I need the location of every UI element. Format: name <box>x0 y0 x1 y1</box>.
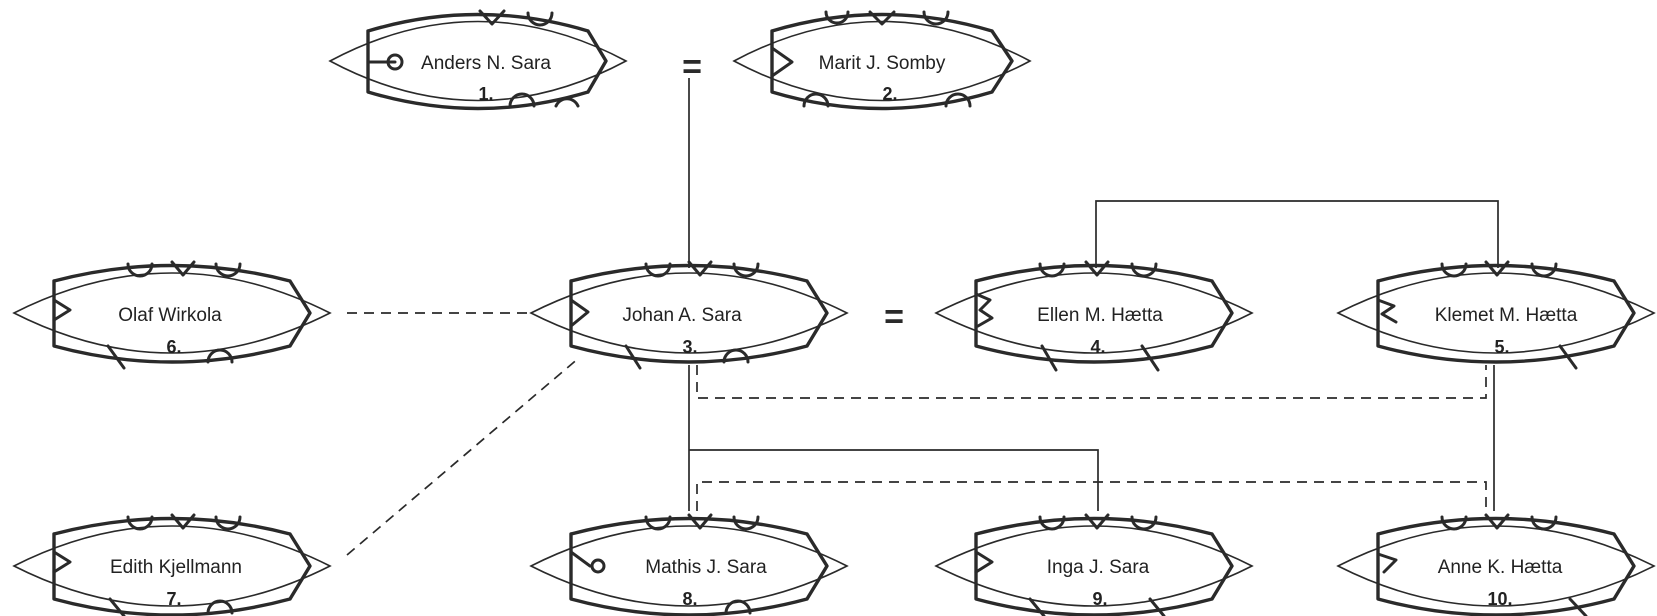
person-name-5: Klemet M. Hætta <box>1435 305 1578 326</box>
person-name-9: Inga J. Sara <box>1047 557 1150 578</box>
person-number-4: 4. <box>1090 337 1105 357</box>
person-node-2: Marit J. Somby 2. <box>732 10 1032 111</box>
person-number-5: 5. <box>1494 337 1509 357</box>
person-node-6: Olaf Wirkola 6. <box>12 260 332 370</box>
person-node-5: Klemet M. Hætta 5. <box>1336 260 1656 370</box>
person-name-2: Marit J. Somby <box>819 53 946 74</box>
person-node-8: Mathis J. Sara 8. <box>529 513 849 616</box>
person-name-1: Anders N. Sara <box>421 53 551 74</box>
person-number-10: 10. <box>1487 589 1512 609</box>
person-node-10: Anne K. Hætta 10. <box>1336 513 1656 616</box>
person-number-2: 2. <box>882 84 897 104</box>
connector-lines <box>346 78 1499 556</box>
person-name-8: Mathis J. Sara <box>645 557 767 578</box>
person-node-9: Inga J. Sara 9. <box>934 513 1254 616</box>
person-number-3: 3. <box>682 337 697 357</box>
person-number-7: 7. <box>166 589 181 609</box>
person-number-8: 8. <box>682 589 697 609</box>
person-number-1: 1. <box>478 84 493 104</box>
person-number-6: 6. <box>166 337 181 357</box>
descent-line-3-9 <box>689 449 1099 511</box>
person-name-3: Johan A. Sara <box>622 305 742 326</box>
person-name-7: Edith Kjellmann <box>110 557 242 578</box>
person-number-9: 9. <box>1092 589 1107 609</box>
person-name-4: Ellen M. Hætta <box>1037 305 1163 326</box>
person-node-1: Anders N. Sara 1. <box>328 9 628 111</box>
person-node-4: Ellen M. Hætta 4. <box>934 260 1254 372</box>
person-name-6: Olaf Wirkola <box>118 305 222 326</box>
dashed-line-3-5 <box>696 365 1487 399</box>
person-name-10: Anne K. Hætta <box>1438 557 1563 578</box>
person-node-7: Edith Kjellmann 7. <box>12 513 332 616</box>
dashed-line-7-3 <box>346 356 581 556</box>
marriage-symbol-1-2: = <box>682 48 702 86</box>
marriage-symbol-3-4: = <box>884 298 904 336</box>
sibling-line-4-5 <box>1095 200 1499 268</box>
dashed-line-8-10 <box>696 481 1487 511</box>
person-node-3: Johan A. Sara 3. <box>529 260 849 370</box>
